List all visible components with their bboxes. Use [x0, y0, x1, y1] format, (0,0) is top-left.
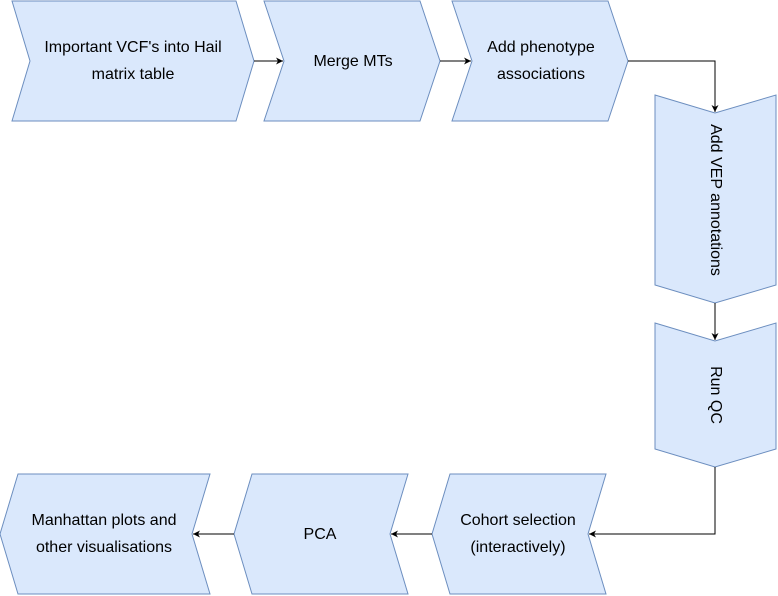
node-pca-label: PCA	[242, 474, 398, 594]
node-run-qc-label: Run QC	[703, 335, 727, 455]
node-manhattan	[0, 473, 211, 595]
node-add-phenotype-text: Add phenotype associations	[487, 39, 595, 83]
node-add-phenotype	[451, 0, 629, 122]
node-manhattan-text: Manhattan plots and other visualisations	[31, 512, 177, 556]
edge-qc-to-cohort	[589, 467, 716, 538]
node-run-qc-text: Run QC	[707, 366, 724, 424]
node-add-vep-label: Add VEP annotations	[703, 105, 727, 295]
node-manhattan-label: Manhattan plots and other visualisations	[6, 474, 202, 594]
node-cohort-selection-label: Cohort selection (interactively)	[440, 474, 596, 594]
node-merge-mts-label: Merge MTs	[278, 1, 428, 121]
node-merge-mts-text: Merge MTs	[313, 52, 393, 70]
node-import-vcf-label: Important VCF's into Hail matrix table	[26, 1, 240, 121]
node-pca-text: PCA	[303, 525, 337, 543]
node-import-vcf	[11, 0, 255, 122]
node-add-phenotype-label: Add phenotype associations	[466, 1, 616, 121]
node-add-vep	[654, 94, 777, 304]
node-import-vcf-text: Important VCF's into Hail matrix table	[44, 39, 222, 83]
node-add-vep-text: Add VEP annotations	[707, 124, 724, 276]
node-run-qc	[654, 322, 777, 468]
node-cohort-selection-text: Cohort selection (interactively)	[460, 512, 576, 556]
edge-phenotype-to-vep	[628, 60, 719, 112]
node-merge-mts	[263, 0, 441, 122]
